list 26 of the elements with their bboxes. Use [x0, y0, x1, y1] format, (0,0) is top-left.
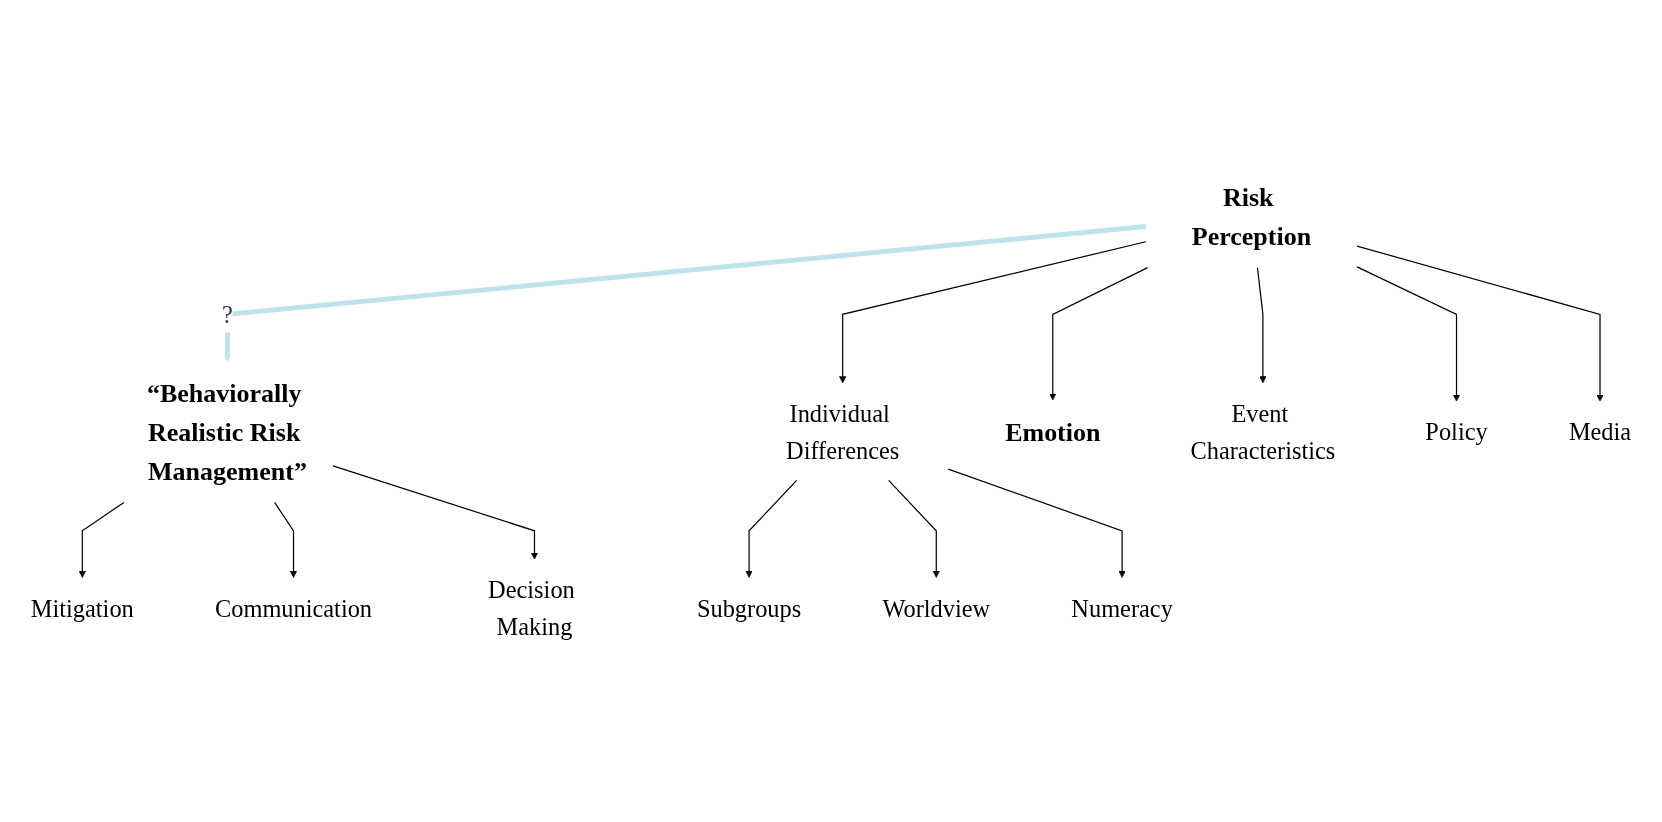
node-text: Worldview — [882, 594, 991, 622]
arrow — [1356, 245, 1604, 402]
node-text: Communication — [214, 594, 373, 622]
arrow — [839, 241, 1147, 384]
arrow — [332, 465, 539, 560]
node-text: Individual Differences — [786, 400, 900, 464]
arrow — [1356, 266, 1461, 402]
node-text: Numeracy — [1071, 594, 1173, 622]
arrow — [223, 224, 1147, 362]
arrow — [947, 468, 1126, 578]
node-text: Subgroups — [696, 594, 802, 622]
node-text: Risk Perception — [1191, 182, 1312, 251]
edge-label: ? — [222, 300, 233, 328]
arrow — [273, 501, 298, 578]
arrow — [78, 501, 125, 578]
node-text: Decision Making — [488, 576, 575, 640]
node-text: Emotion — [1005, 417, 1101, 447]
node-text: Mitigation — [30, 594, 134, 622]
node-text: Policy — [1425, 418, 1488, 446]
node-text: Event Characteristics — [1190, 400, 1336, 464]
node-text: Media — [1568, 418, 1632, 446]
arrow — [1049, 267, 1149, 401]
arrow — [745, 479, 798, 578]
arrow — [1256, 267, 1267, 384]
arrow — [888, 479, 940, 578]
node-text: “Behaviorally Realistic Risk Management” — [146, 378, 307, 486]
